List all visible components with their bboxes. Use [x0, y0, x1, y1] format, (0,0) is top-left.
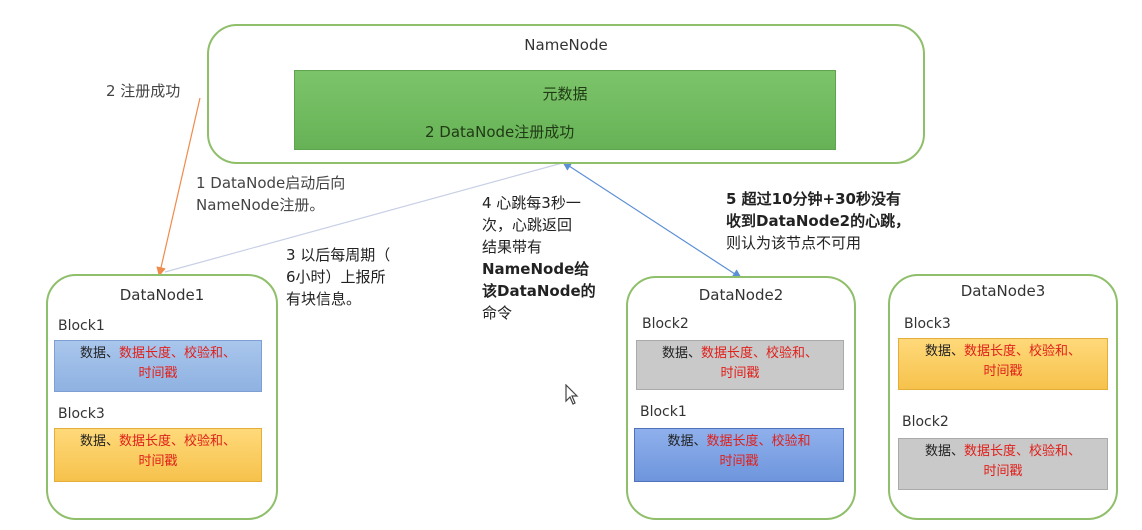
step5-line2: 收到DataNode2的心跳，: [726, 212, 911, 230]
step4-line2: 次，心跳返回: [482, 216, 573, 234]
step1-line1: 1 DataNode启动后向: [196, 174, 346, 192]
block-info: 数据、数据长度、校验和、 时间戳: [54, 340, 262, 392]
datanode3-box: DataNode3 Block3 数据、数据长度、校验和、 时间戳 Block2…: [888, 274, 1118, 520]
step4-note: 4 心跳每3秒一 次，心跳返回 结果带有 NameNode给 该DataNode…: [482, 192, 596, 324]
register-success-note: 2 注册成功: [106, 82, 181, 100]
step5-line3: 则认为该节点不可用: [726, 234, 862, 252]
step4-line3: 结果带有: [482, 238, 543, 256]
metadata-box: 元数据 2 DataNode注册成功: [294, 70, 836, 150]
step1-line2: NameNode注册。: [196, 196, 325, 214]
datanode1-title: DataNode1: [119, 286, 205, 304]
step4-line5: 该DataNode的: [482, 282, 596, 300]
block-info: 数据、数据长度、校验和、 时间戳: [898, 438, 1108, 490]
block-label: Block2: [902, 414, 949, 430]
metadata-title: 元数据: [542, 85, 588, 103]
block-label: Block2: [642, 316, 689, 332]
step5-line1: 5 超过10分钟+30秒没有: [726, 190, 901, 208]
namenode-box: NameNode 元数据 2 DataNode注册成功: [207, 24, 925, 164]
step4-line6: 命令: [482, 304, 513, 322]
heartbeat-arrow: [561, 161, 743, 279]
mouse-cursor-icon: [565, 384, 579, 405]
block-report-line: [164, 161, 567, 273]
namenode-title: NameNode: [524, 36, 608, 54]
metadata-subtitle: 2 DataNode注册成功: [425, 123, 575, 141]
block-label: Block3: [904, 316, 951, 332]
step3-line1: 3 以后每周期（: [286, 246, 391, 264]
block-info: 数据、数据长度、校验和、 时间戳: [898, 338, 1108, 390]
step3-note: 3 以后每周期（ 6小时）上报所 有块信息。: [286, 244, 390, 310]
block-info: 数据、数据长度、校验和 时间戳: [634, 428, 844, 482]
block-label: Block1: [640, 404, 687, 420]
step4-line4: NameNode给: [482, 260, 590, 278]
step3-line3: 有块信息。: [286, 290, 362, 308]
step3-line2: 6小时）上报所: [286, 268, 386, 286]
block-info: 数据、数据长度、校验和、 时间戳: [54, 428, 262, 482]
datanode3-title: DataNode3: [960, 282, 1046, 300]
block-label: Block1: [58, 318, 105, 334]
step5-note: 5 超过10分钟+30秒没有 收到DataNode2的心跳， 则认为该节点不可用: [726, 188, 910, 254]
step4-line1: 4 心跳每3秒一: [482, 194, 581, 212]
datanode2-box: DataNode2 Block2 数据、数据长度、校验和、 时间戳 Block1…: [626, 276, 856, 520]
datanode2-title: DataNode2: [698, 286, 784, 304]
register-arrow: [156, 97, 201, 277]
block-label: Block3: [58, 406, 105, 422]
datanode1-box: DataNode1 Block1 数据、数据长度、校验和、 时间戳 Block3…: [46, 274, 278, 520]
step1-note: 1 DataNode启动后向 NameNode注册。: [196, 172, 345, 216]
block-info: 数据、数据长度、校验和、 时间戳: [636, 340, 844, 390]
